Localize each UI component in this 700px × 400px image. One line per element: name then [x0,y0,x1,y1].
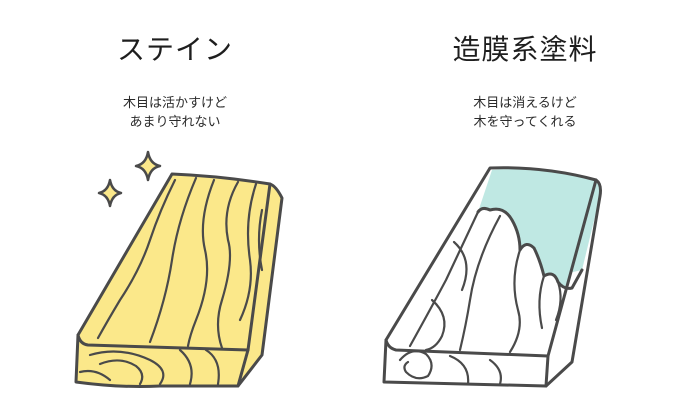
stain-panel: ステイン 木目は活かすけど あまり守れない [0,33,350,388]
film-paint-title: 造膜系塗料 [452,33,598,66]
film-paint-description-line-2: 木を守ってくれる [473,115,577,130]
board-top-face [78,174,270,350]
board-side-face [238,184,282,386]
stain-board-illustration [74,150,284,388]
sparkle-icon [134,150,162,182]
film-paint-description: 木目は消えるけど 木を守ってくれる [350,94,700,132]
stain-title: ステイン [116,33,233,66]
stain-description: 木目は活かすけど あまり守れない [0,94,350,132]
stain-wood-board [74,172,284,388]
film-paint-panel: 造膜系塗料 木目は消えるけど 木を守ってくれる [350,0,700,400]
board-front-face [76,335,248,387]
film-paint-board-illustration [382,166,602,388]
sparkle-icon [97,178,123,208]
stain-description-line-2: あまり守れない [129,115,221,130]
stain-description-line-1: 木目は活かすけど [122,96,227,111]
film-paint-description-line-1: 木目は消えるけど [473,96,577,111]
film-paint-wood-board [382,166,602,388]
